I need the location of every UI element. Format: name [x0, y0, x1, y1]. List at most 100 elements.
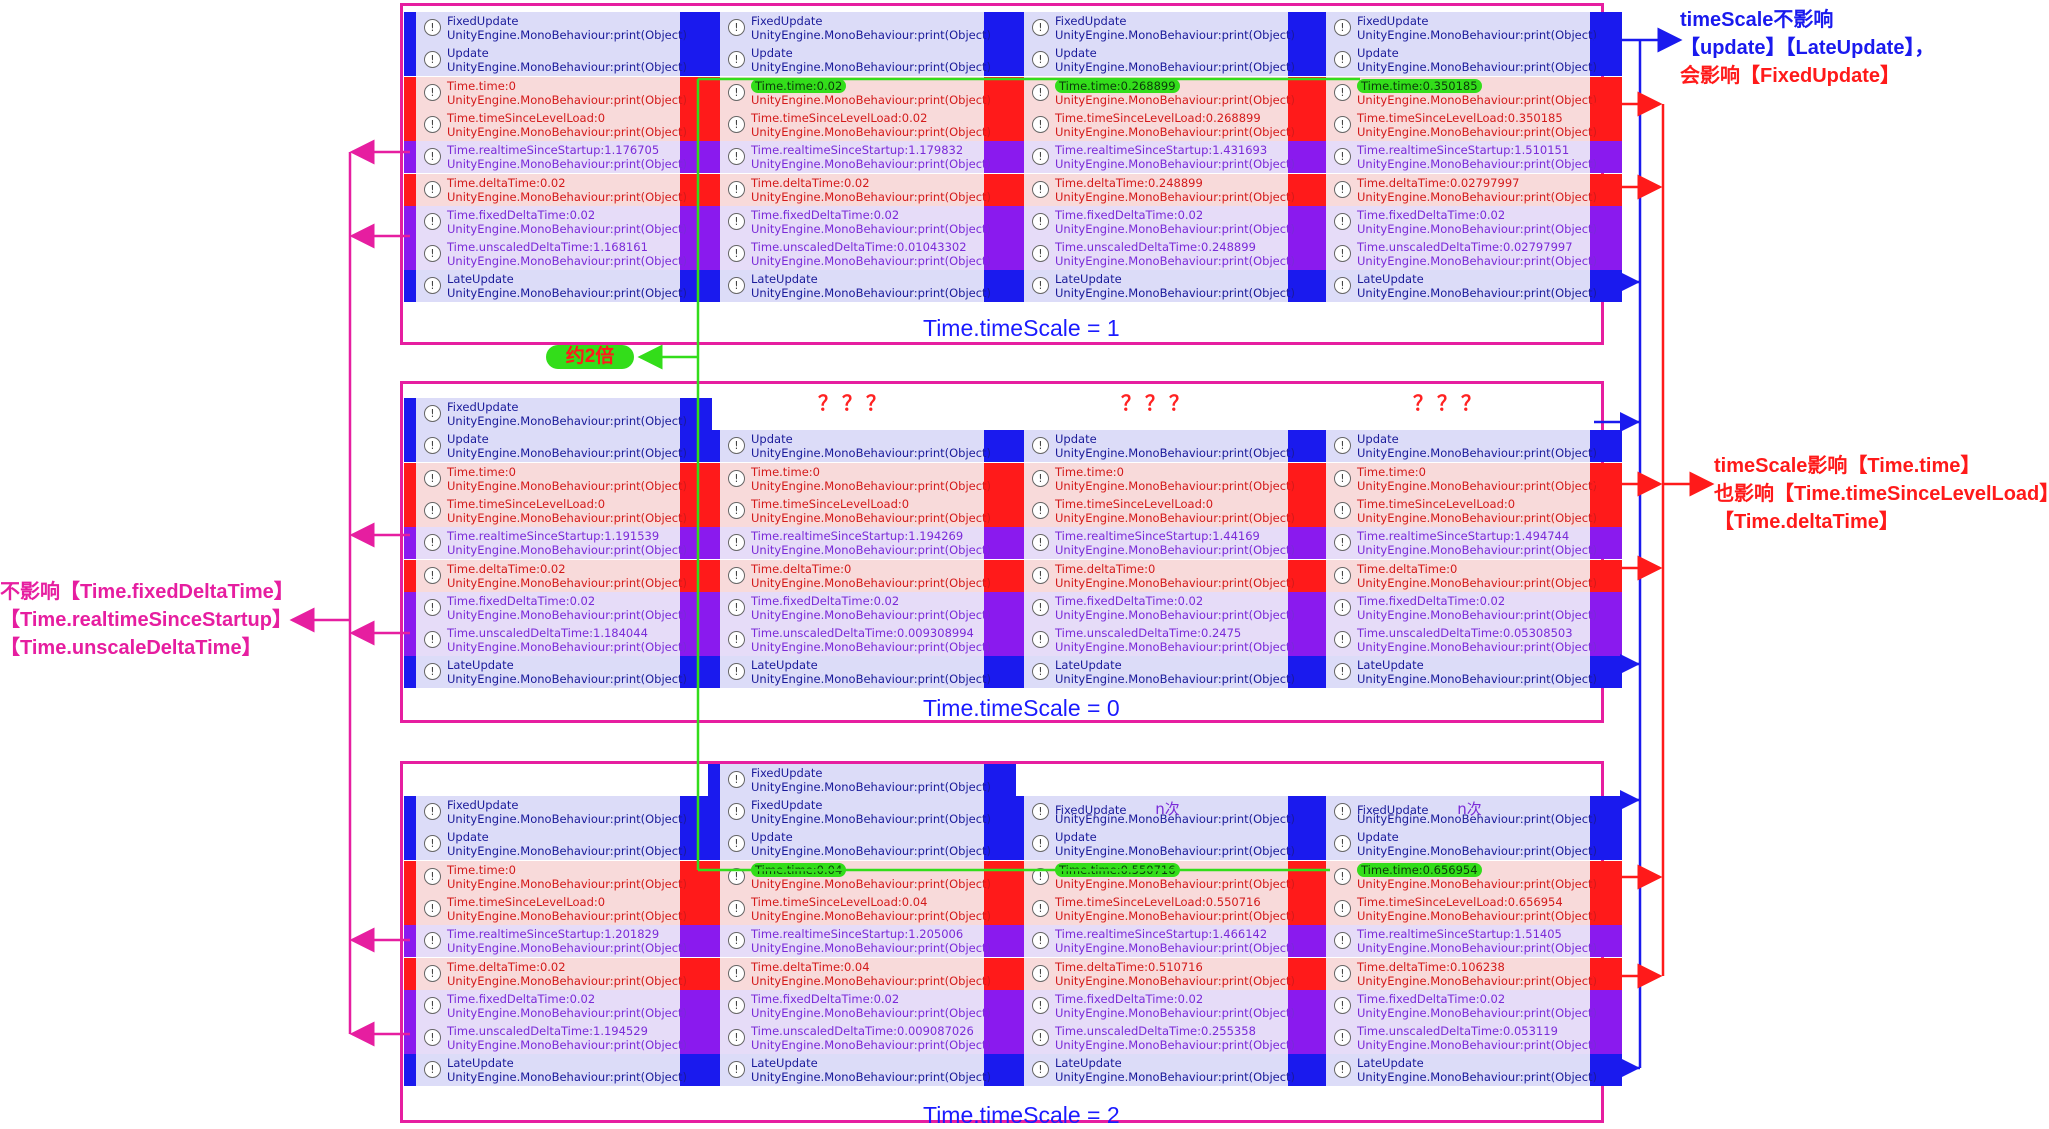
log-entry[interactable]: !Time.realtimeSinceStartup:1.191539Unity…: [416, 527, 687, 559]
log-entry[interactable]: !LateUpdateUnityEngine.MonoBehaviour:pri…: [1024, 1054, 1295, 1086]
log-entry[interactable]: !Time.time:0UnityEngine.MonoBehaviour:pr…: [416, 77, 687, 109]
log-entry[interactable]: !Time.deltaTime:0.02UnityEngine.MonoBeha…: [720, 174, 991, 206]
log-entry[interactable]: !UpdateUnityEngine.MonoBehaviour:print(O…: [416, 430, 687, 462]
log-entry[interactable]: !Time.deltaTime:0UnityEngine.MonoBehavio…: [720, 560, 991, 592]
log-entry[interactable]: !UpdateUnityEngine.MonoBehaviour:print(O…: [720, 44, 991, 76]
log-entry[interactable]: !FixedUpdateUnityEngine.MonoBehaviour:pr…: [416, 12, 687, 44]
log-entry[interactable]: !Time.realtimeSinceStartup:1.494744Unity…: [1326, 527, 1597, 559]
log-entry[interactable]: !Time.timeSinceLevelLoad:0.656954UnityEn…: [1326, 893, 1597, 925]
log-entry[interactable]: !Time.deltaTime:0.04UnityEngine.MonoBeha…: [720, 958, 991, 990]
log-entry[interactable]: !Time.unscaledDeltaTime:1.168161UnityEng…: [416, 238, 687, 270]
log-entry[interactable]: !UpdateUnityEngine.MonoBehaviour:print(O…: [1326, 44, 1597, 76]
log-entry[interactable]: !Time.timeSinceLevelLoad:0.550716UnityEn…: [1024, 893, 1295, 925]
log-entry[interactable]: !FixedUpdate n次UnityEngine.MonoBehaviour…: [1326, 796, 1597, 828]
log-entry[interactable]: !Time.realtimeSinceStartup:1.44169UnityE…: [1024, 527, 1295, 559]
log-entry[interactable]: !LateUpdateUnityEngine.MonoBehaviour:pri…: [1326, 1054, 1597, 1086]
log-entry[interactable]: !Time.fixedDeltaTime:0.02UnityEngine.Mon…: [1024, 592, 1295, 624]
log-entry[interactable]: !LateUpdateUnityEngine.MonoBehaviour:pri…: [1024, 270, 1295, 302]
log-entry[interactable]: !Time.fixedDeltaTime:0.02UnityEngine.Mon…: [416, 592, 687, 624]
log-entry[interactable]: !Time.time:0.350185UnityEngine.MonoBehav…: [1326, 77, 1597, 109]
log-entry[interactable]: !Time.timeSinceLevelLoad:0UnityEngine.Mo…: [416, 893, 687, 925]
log-entry[interactable]: !Time.deltaTime:0UnityEngine.MonoBehavio…: [1326, 560, 1597, 592]
log-entry[interactable]: !UpdateUnityEngine.MonoBehaviour:print(O…: [1024, 430, 1295, 462]
log-entry[interactable]: !Time.realtimeSinceStartup:1.201829Unity…: [416, 925, 687, 957]
log-entry[interactable]: !FixedUpdate n次UnityEngine.MonoBehaviour…: [1024, 796, 1295, 828]
log-entry[interactable]: !UpdateUnityEngine.MonoBehaviour:print(O…: [416, 828, 687, 860]
log-entry[interactable]: !Time.timeSinceLevelLoad:0UnityEngine.Mo…: [1326, 495, 1597, 527]
log-entry[interactable]: !LateUpdateUnityEngine.MonoBehaviour:pri…: [720, 1054, 991, 1086]
log-entry[interactable]: !LateUpdateUnityEngine.MonoBehaviour:pri…: [720, 270, 991, 302]
log-entry[interactable]: !Time.deltaTime:0.02UnityEngine.MonoBeha…: [416, 174, 687, 206]
log-entry[interactable]: !Time.unscaledDeltaTime:0.248899UnityEng…: [1024, 238, 1295, 270]
log-entry[interactable]: !FixedUpdateUnityEngine.MonoBehaviour:pr…: [720, 12, 991, 44]
log-entry[interactable]: !Time.fixedDeltaTime:0.02UnityEngine.Mon…: [720, 206, 991, 238]
log-entry[interactable]: !Time.fixedDeltaTime:0.02UnityEngine.Mon…: [1326, 990, 1597, 1022]
log-entry[interactable]: !Time.unscaledDeltaTime:0.053119UnityEng…: [1326, 1022, 1597, 1054]
log-entry[interactable]: !Time.time:0UnityEngine.MonoBehaviour:pr…: [416, 463, 687, 495]
log-entry[interactable]: !Time.deltaTime:0.02797997UnityEngine.Mo…: [1326, 174, 1597, 206]
log-entry[interactable]: !Time.timeSinceLevelLoad:0.04UnityEngine…: [720, 893, 991, 925]
log-entry[interactable]: !Time.realtimeSinceStartup:1.466142Unity…: [1024, 925, 1295, 957]
log-entry[interactable]: !Time.deltaTime:0UnityEngine.MonoBehavio…: [1024, 560, 1295, 592]
log-entry[interactable]: !UpdateUnityEngine.MonoBehaviour:print(O…: [720, 828, 991, 860]
log-entry[interactable]: !Time.fixedDeltaTime:0.02UnityEngine.Mon…: [1326, 206, 1597, 238]
log-entry[interactable]: !Time.realtimeSinceStartup:1.51405UnityE…: [1326, 925, 1597, 957]
log-entry[interactable]: !LateUpdateUnityEngine.MonoBehaviour:pri…: [416, 1054, 687, 1086]
log-entry[interactable]: !Time.fixedDeltaTime:0.02UnityEngine.Mon…: [1326, 592, 1597, 624]
log-entry[interactable]: !Time.unscaledDeltaTime:0.255358UnityEng…: [1024, 1022, 1295, 1054]
log-entry[interactable]: !Time.unscaledDeltaTime:1.194529UnityEng…: [416, 1022, 687, 1054]
log-entry[interactable]: !Time.realtimeSinceStartup:1.176705Unity…: [416, 141, 687, 173]
log-entry[interactable]: !UpdateUnityEngine.MonoBehaviour:print(O…: [720, 430, 991, 462]
log-entry[interactable]: !FixedUpdateUnityEngine.MonoBehaviour:pr…: [1024, 12, 1295, 44]
log-entry[interactable]: !Time.timeSinceLevelLoad:0.350185UnityEn…: [1326, 109, 1597, 141]
log-entry[interactable]: !Time.time:0UnityEngine.MonoBehaviour:pr…: [416, 861, 687, 893]
log-entry[interactable]: !LateUpdateUnityEngine.MonoBehaviour:pri…: [416, 270, 687, 302]
log-entry[interactable]: !Time.time:0.02UnityEngine.MonoBehaviour…: [720, 77, 991, 109]
log-entry[interactable]: !Time.time:0.656954UnityEngine.MonoBehav…: [1326, 861, 1597, 893]
log-entry[interactable]: !Time.timeSinceLevelLoad:0UnityEngine.Mo…: [1024, 495, 1295, 527]
log-entry[interactable]: !Time.unscaledDeltaTime:0.009087026Unity…: [720, 1022, 991, 1054]
log-entry[interactable]: !Time.deltaTime:0.02UnityEngine.MonoBeha…: [416, 560, 687, 592]
log-entry[interactable]: !Time.time:0UnityEngine.MonoBehaviour:pr…: [720, 463, 991, 495]
log-entry[interactable]: !Time.unscaledDeltaTime:0.02797997UnityE…: [1326, 238, 1597, 270]
log-entry[interactable]: !Time.fixedDeltaTime:0.02UnityEngine.Mon…: [416, 206, 687, 238]
log-entry[interactable]: !FixedUpdateUnityEngine.MonoBehaviour:pr…: [720, 796, 991, 828]
log-entry[interactable]: !LateUpdateUnityEngine.MonoBehaviour:pri…: [720, 656, 991, 688]
log-entry[interactable]: !UpdateUnityEngine.MonoBehaviour:print(O…: [1024, 44, 1295, 76]
log-entry[interactable]: !Time.timeSinceLevelLoad:0.02UnityEngine…: [720, 109, 991, 141]
log-entry[interactable]: !Time.realtimeSinceStartup:1.194269Unity…: [720, 527, 991, 559]
log-entry[interactable]: !LateUpdateUnityEngine.MonoBehaviour:pri…: [416, 656, 687, 688]
log-entry[interactable]: !Time.realtimeSinceStartup:1.205006Unity…: [720, 925, 991, 957]
log-entry[interactable]: !FixedUpdateUnityEngine.MonoBehaviour:pr…: [416, 398, 687, 430]
log-entry[interactable]: !UpdateUnityEngine.MonoBehaviour:print(O…: [416, 44, 687, 76]
log-entry[interactable]: !Time.fixedDeltaTime:0.02UnityEngine.Mon…: [720, 592, 991, 624]
log-entry[interactable]: !Time.time:0.268899UnityEngine.MonoBehav…: [1024, 77, 1295, 109]
log-entry[interactable]: !Time.fixedDeltaTime:0.02UnityEngine.Mon…: [720, 990, 991, 1022]
log-entry[interactable]: !UpdateUnityEngine.MonoBehaviour:print(O…: [1326, 828, 1597, 860]
log-entry[interactable]: !Time.unscaledDeltaTime:0.2475UnityEngin…: [1024, 624, 1295, 656]
log-entry[interactable]: !FixedUpdateUnityEngine.MonoBehaviour:pr…: [720, 764, 991, 796]
log-entry[interactable]: !FixedUpdateUnityEngine.MonoBehaviour:pr…: [1326, 12, 1597, 44]
log-entry[interactable]: !Time.timeSinceLevelLoad:0UnityEngine.Mo…: [416, 495, 687, 527]
log-entry[interactable]: !Time.realtimeSinceStartup:1.179832Unity…: [720, 141, 991, 173]
log-entry[interactable]: !Time.time:0UnityEngine.MonoBehaviour:pr…: [1326, 463, 1597, 495]
log-entry[interactable]: !Time.realtimeSinceStartup:1.510151Unity…: [1326, 141, 1597, 173]
log-entry[interactable]: !Time.time:0.550716UnityEngine.MonoBehav…: [1024, 861, 1295, 893]
log-entry[interactable]: !Time.timeSinceLevelLoad:0UnityEngine.Mo…: [720, 495, 991, 527]
log-entry[interactable]: !Time.fixedDeltaTime:0.02UnityEngine.Mon…: [1024, 990, 1295, 1022]
log-entry[interactable]: !Time.unscaledDeltaTime:1.184044UnityEng…: [416, 624, 687, 656]
log-entry[interactable]: !FixedUpdateUnityEngine.MonoBehaviour:pr…: [416, 796, 687, 828]
log-entry[interactable]: !Time.deltaTime:0.02UnityEngine.MonoBeha…: [416, 958, 687, 990]
log-entry[interactable]: !UpdateUnityEngine.MonoBehaviour:print(O…: [1326, 430, 1597, 462]
log-entry[interactable]: !Time.unscaledDeltaTime:0.009308994Unity…: [720, 624, 991, 656]
log-entry[interactable]: !Time.fixedDeltaTime:0.02UnityEngine.Mon…: [1024, 206, 1295, 238]
log-entry[interactable]: !Time.time:0UnityEngine.MonoBehaviour:pr…: [1024, 463, 1295, 495]
log-entry[interactable]: !UpdateUnityEngine.MonoBehaviour:print(O…: [1024, 828, 1295, 860]
log-entry[interactable]: !Time.fixedDeltaTime:0.02UnityEngine.Mon…: [416, 990, 687, 1022]
log-entry[interactable]: !Time.deltaTime:0.510716UnityEngine.Mono…: [1024, 958, 1295, 990]
log-entry[interactable]: !Time.unscaledDeltaTime:0.01043302UnityE…: [720, 238, 991, 270]
log-entry[interactable]: !Time.unscaledDeltaTime:0.05308503UnityE…: [1326, 624, 1597, 656]
log-entry[interactable]: !Time.deltaTime:0.106238UnityEngine.Mono…: [1326, 958, 1597, 990]
log-entry[interactable]: !Time.deltaTime:0.248899UnityEngine.Mono…: [1024, 174, 1295, 206]
log-entry[interactable]: !Time.timeSinceLevelLoad:0UnityEngine.Mo…: [416, 109, 687, 141]
